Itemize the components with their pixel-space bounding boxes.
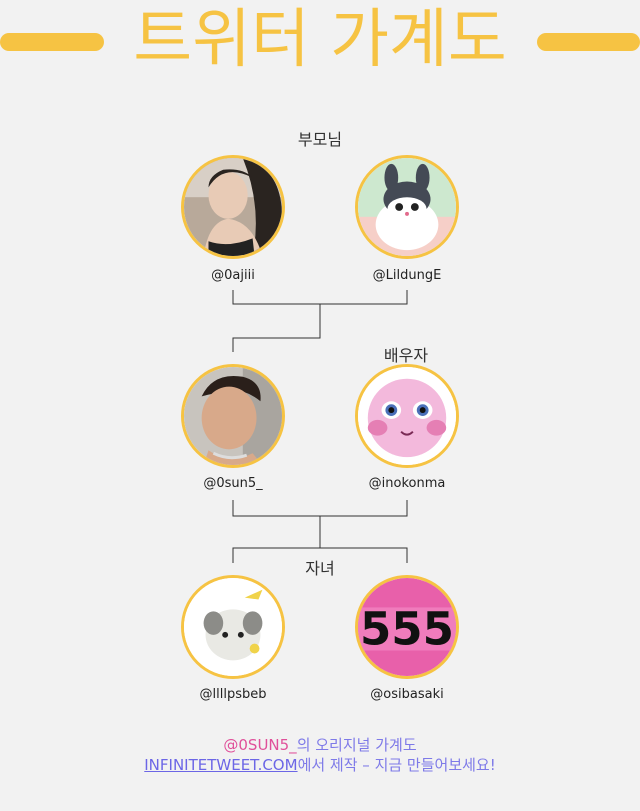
title-decoration-left [0, 33, 104, 51]
title-row: 트위터 가계도 [0, 0, 640, 82]
avatar-parent2[interactable] [355, 155, 459, 259]
portrait-image [184, 158, 282, 256]
avatar-child1[interactable] [181, 575, 285, 679]
page-title: 트위터 가계도 [133, 3, 507, 77]
character-image [358, 367, 456, 465]
portrait-image [184, 367, 282, 465]
number-sign-image: 555 [358, 578, 456, 676]
handle-child1[interactable]: @llllpsbeb [199, 687, 267, 702]
footer-line1: @0SUN5_의 오리지널 가계도 [0, 734, 640, 755]
title-decoration-right [537, 33, 640, 51]
handle-parent2[interactable]: @LildungE [372, 268, 442, 283]
footer-line2: INFINITETWEET.COM에서 제작 – 지금 만들어보세요! [0, 754, 640, 775]
character-image [358, 158, 456, 256]
section-label-children: 자녀 [305, 559, 335, 578]
avatar-child2[interactable]: 555 [355, 575, 459, 679]
footer-line2-text: 에서 제작 – 지금 만들어보세요! [297, 756, 496, 774]
handle-child2[interactable]: @osibasaki [370, 687, 444, 702]
section-label-parents: 부모님 [297, 130, 343, 149]
section-label-spouse: 배우자 [383, 346, 429, 365]
character-image [184, 578, 282, 676]
handle-spouse[interactable]: @inokonma [368, 476, 446, 491]
image-text: 555 [360, 603, 454, 656]
avatar-parent1[interactable] [181, 155, 285, 259]
avatar-spouse[interactable] [355, 364, 459, 468]
footer-handle[interactable]: @0SUN5_ [223, 736, 297, 754]
footer-line1-text: 의 오리지널 가계도 [296, 736, 417, 754]
footer-site-link[interactable]: INFINITETWEET.COM [144, 756, 298, 774]
handle-self[interactable]: @0sun5_ [203, 476, 263, 491]
handle-parent1[interactable]: @0ajiii [211, 268, 255, 283]
avatar-self[interactable] [181, 364, 285, 468]
